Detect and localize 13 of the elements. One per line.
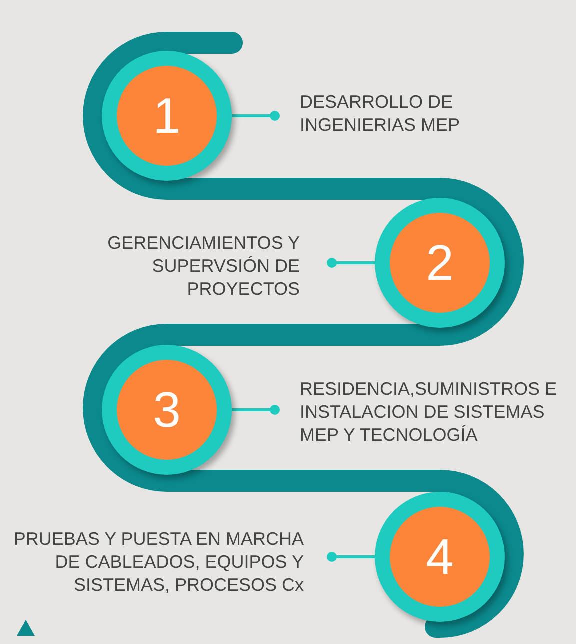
step-number: 4 xyxy=(426,532,454,582)
step-circle xyxy=(375,492,505,622)
step-description: PRUEBAS Y PUESTA EN MARCHA DE CABLEADOS, EQUIPOS Y SISTEMAS, PROCESOS Cx xyxy=(12,528,304,596)
leader-line xyxy=(232,405,280,415)
step-number: 1 xyxy=(153,91,181,141)
step-description: GERENCIAMIENTOS Y SUPERVSIÓN DE PROYECTOS xyxy=(106,232,300,300)
leader-line xyxy=(327,552,375,562)
step-number: 3 xyxy=(153,385,181,435)
step-number: 2 xyxy=(426,238,454,288)
step-description: RESIDENCIA,SUMINISTROS E INSTALACION DE SISTEMAS MEP Y TECNOLOGÍA xyxy=(300,378,558,446)
step-description: DESARROLLO DE INGENIERIAS MEP xyxy=(300,91,462,137)
leader-line xyxy=(232,111,280,121)
leader-line xyxy=(327,258,375,268)
